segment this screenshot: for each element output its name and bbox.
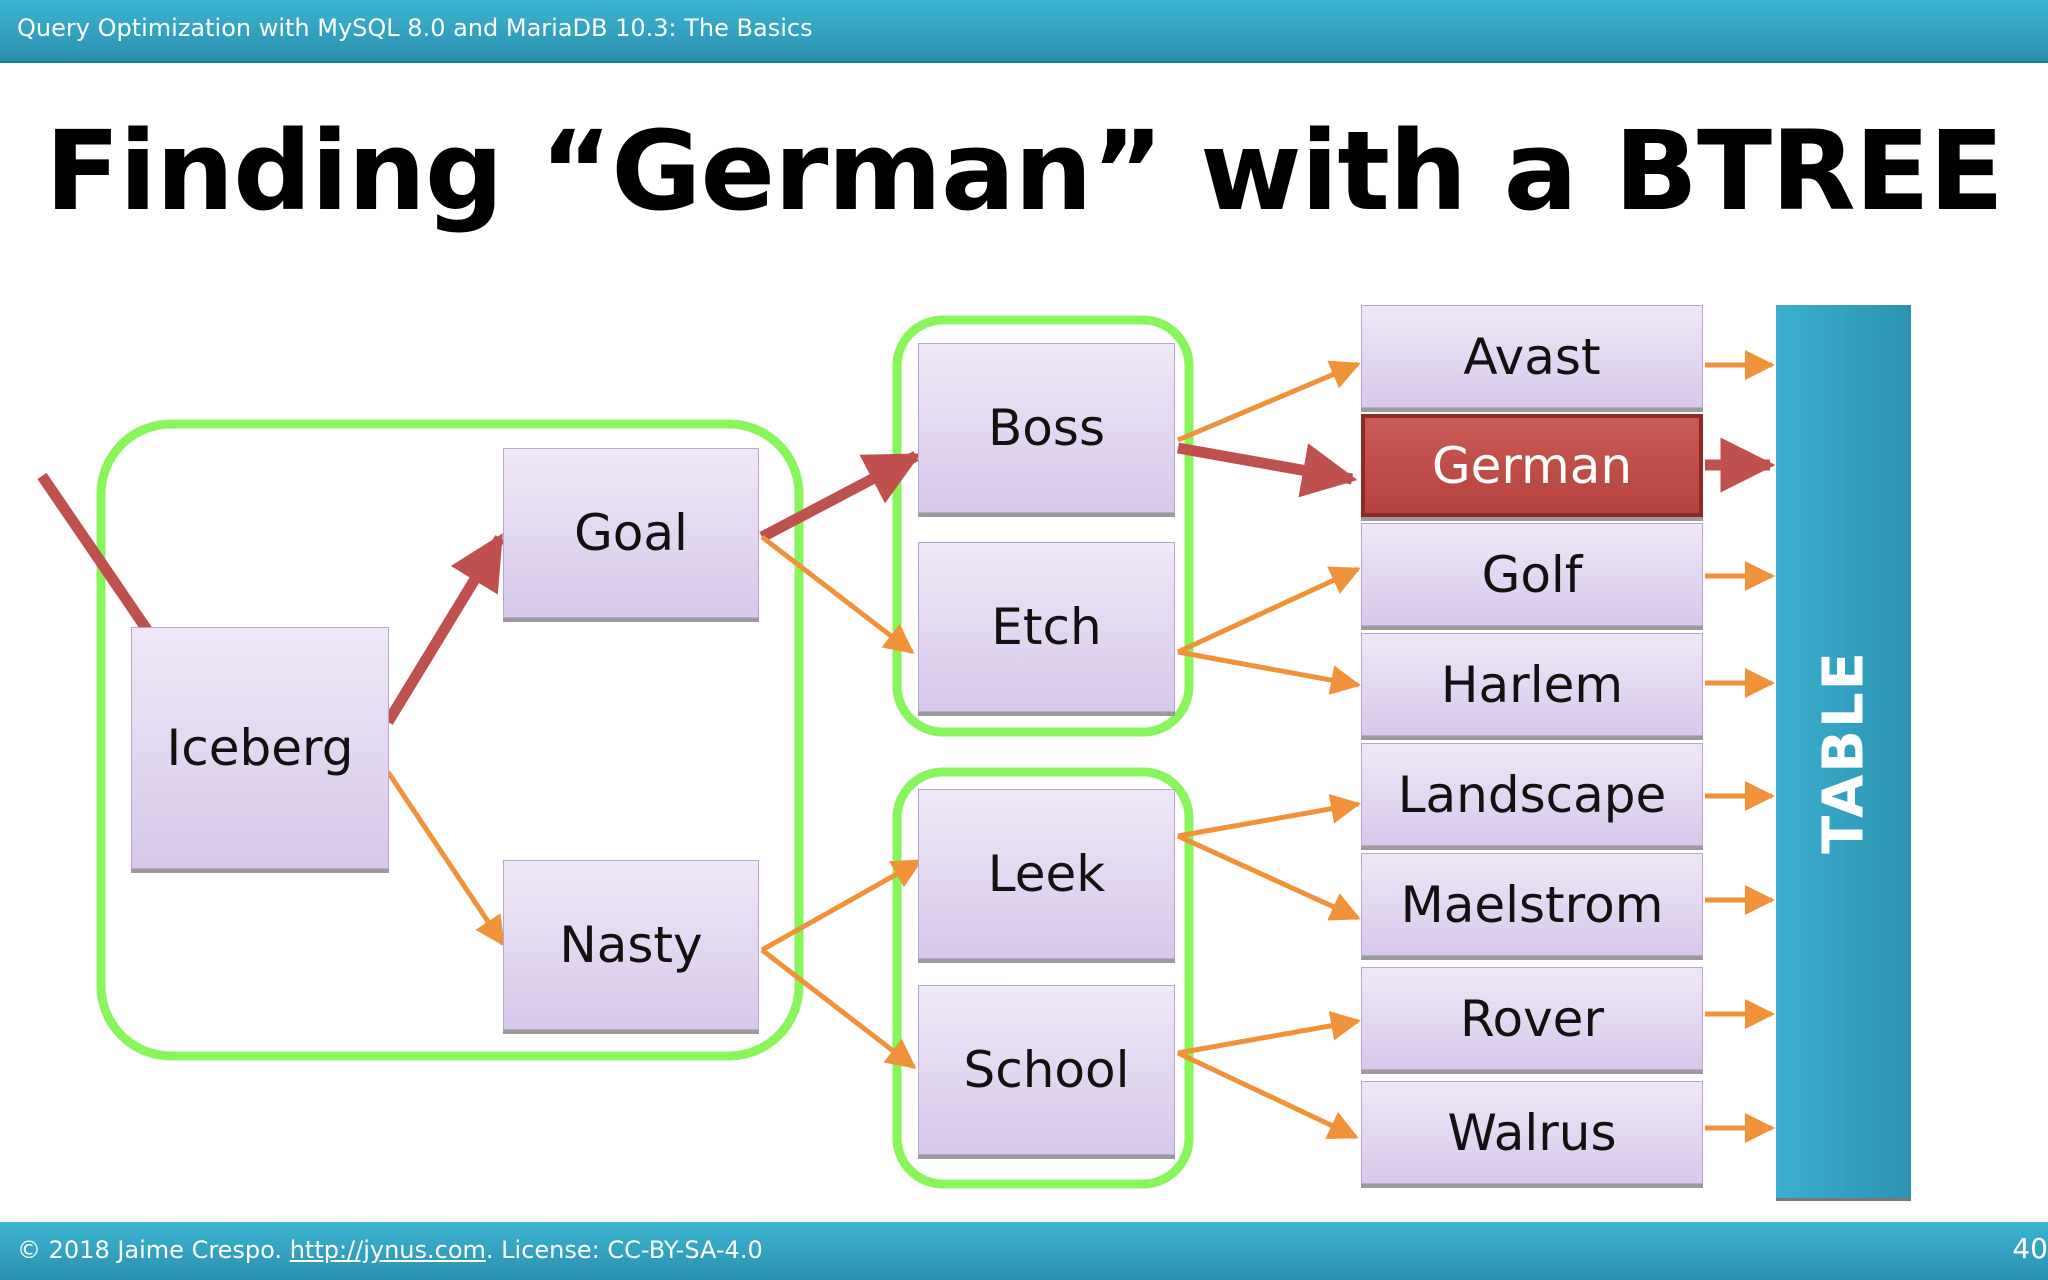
leaf-landscape: Landscape [1361,743,1703,846]
leaf-german: German [1361,414,1703,517]
node-nasty: Nasty [503,860,759,1030]
node-school: School [918,985,1175,1155]
leaf-walrus: Walrus [1361,1081,1703,1184]
slide-title: Finding “German” with a BTREE [44,107,2004,235]
leaf-maelstrom: Maelstrom [1361,853,1703,956]
node-goal: Goal [503,448,759,618]
node-iceberg: Iceberg [131,627,389,869]
inner-page-outline-bottom [892,767,1194,1189]
table-block: TABLE [1776,305,1911,1198]
footer-credit: © 2018 Jaime Crespo. http://jynus.com. L… [17,1236,763,1264]
other-edges [385,350,1775,1143]
leaf-rover: Rover [1361,967,1703,1070]
inner-page-outline-top [892,315,1194,737]
page-number: 40 [2012,1232,2048,1265]
leaf-avast: Avast [1361,305,1703,408]
node-boss: Boss [918,343,1175,513]
search-path [37,437,1776,725]
root-page-outline [96,419,804,1061]
presentation-title: Query Optimization with MySQL 8.0 and Ma… [17,14,813,42]
table-label: TABLE [1811,649,1876,854]
leaf-golf: Golf [1361,523,1703,626]
footer-bar: © 2018 Jaime Crespo. http://jynus.com. L… [0,1222,2048,1280]
node-etch: Etch [918,542,1175,712]
node-leek: Leek [918,789,1175,959]
leaf-harlem: Harlem [1361,633,1703,736]
author-link[interactable]: http://jynus.com [289,1236,486,1264]
license-text: . License: CC-BY-SA-4.0 [485,1236,763,1264]
header-bar: Query Optimization with MySQL 8.0 and Ma… [0,0,2048,63]
copyright-text: © 2018 Jaime Crespo. [17,1236,283,1264]
